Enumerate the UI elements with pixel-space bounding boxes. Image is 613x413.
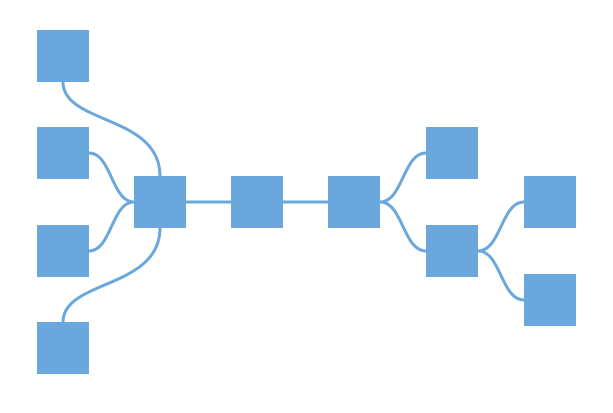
edge-n4-n5 (61, 226, 162, 324)
node-n3 (37, 225, 89, 277)
node-n8 (426, 127, 478, 179)
edge-n9-n11 (476, 249, 526, 302)
edge-n1-n5 (61, 80, 162, 178)
edge-n9-n10 (476, 200, 526, 253)
node-n7 (328, 176, 380, 228)
node-n1 (37, 30, 89, 82)
edge-n7-n9 (378, 200, 428, 253)
nodes-layer (37, 30, 576, 374)
edge-n3-n5 (87, 200, 136, 253)
node-n9 (426, 225, 478, 277)
edges-layer (61, 80, 526, 324)
node-n11 (524, 274, 576, 326)
node-n5 (134, 176, 186, 228)
node-n4 (37, 322, 89, 374)
node-n2 (37, 127, 89, 179)
edge-n7-n8 (378, 151, 428, 204)
node-n10 (524, 176, 576, 228)
node-n6 (231, 176, 283, 228)
edge-n2-n5 (87, 151, 136, 204)
